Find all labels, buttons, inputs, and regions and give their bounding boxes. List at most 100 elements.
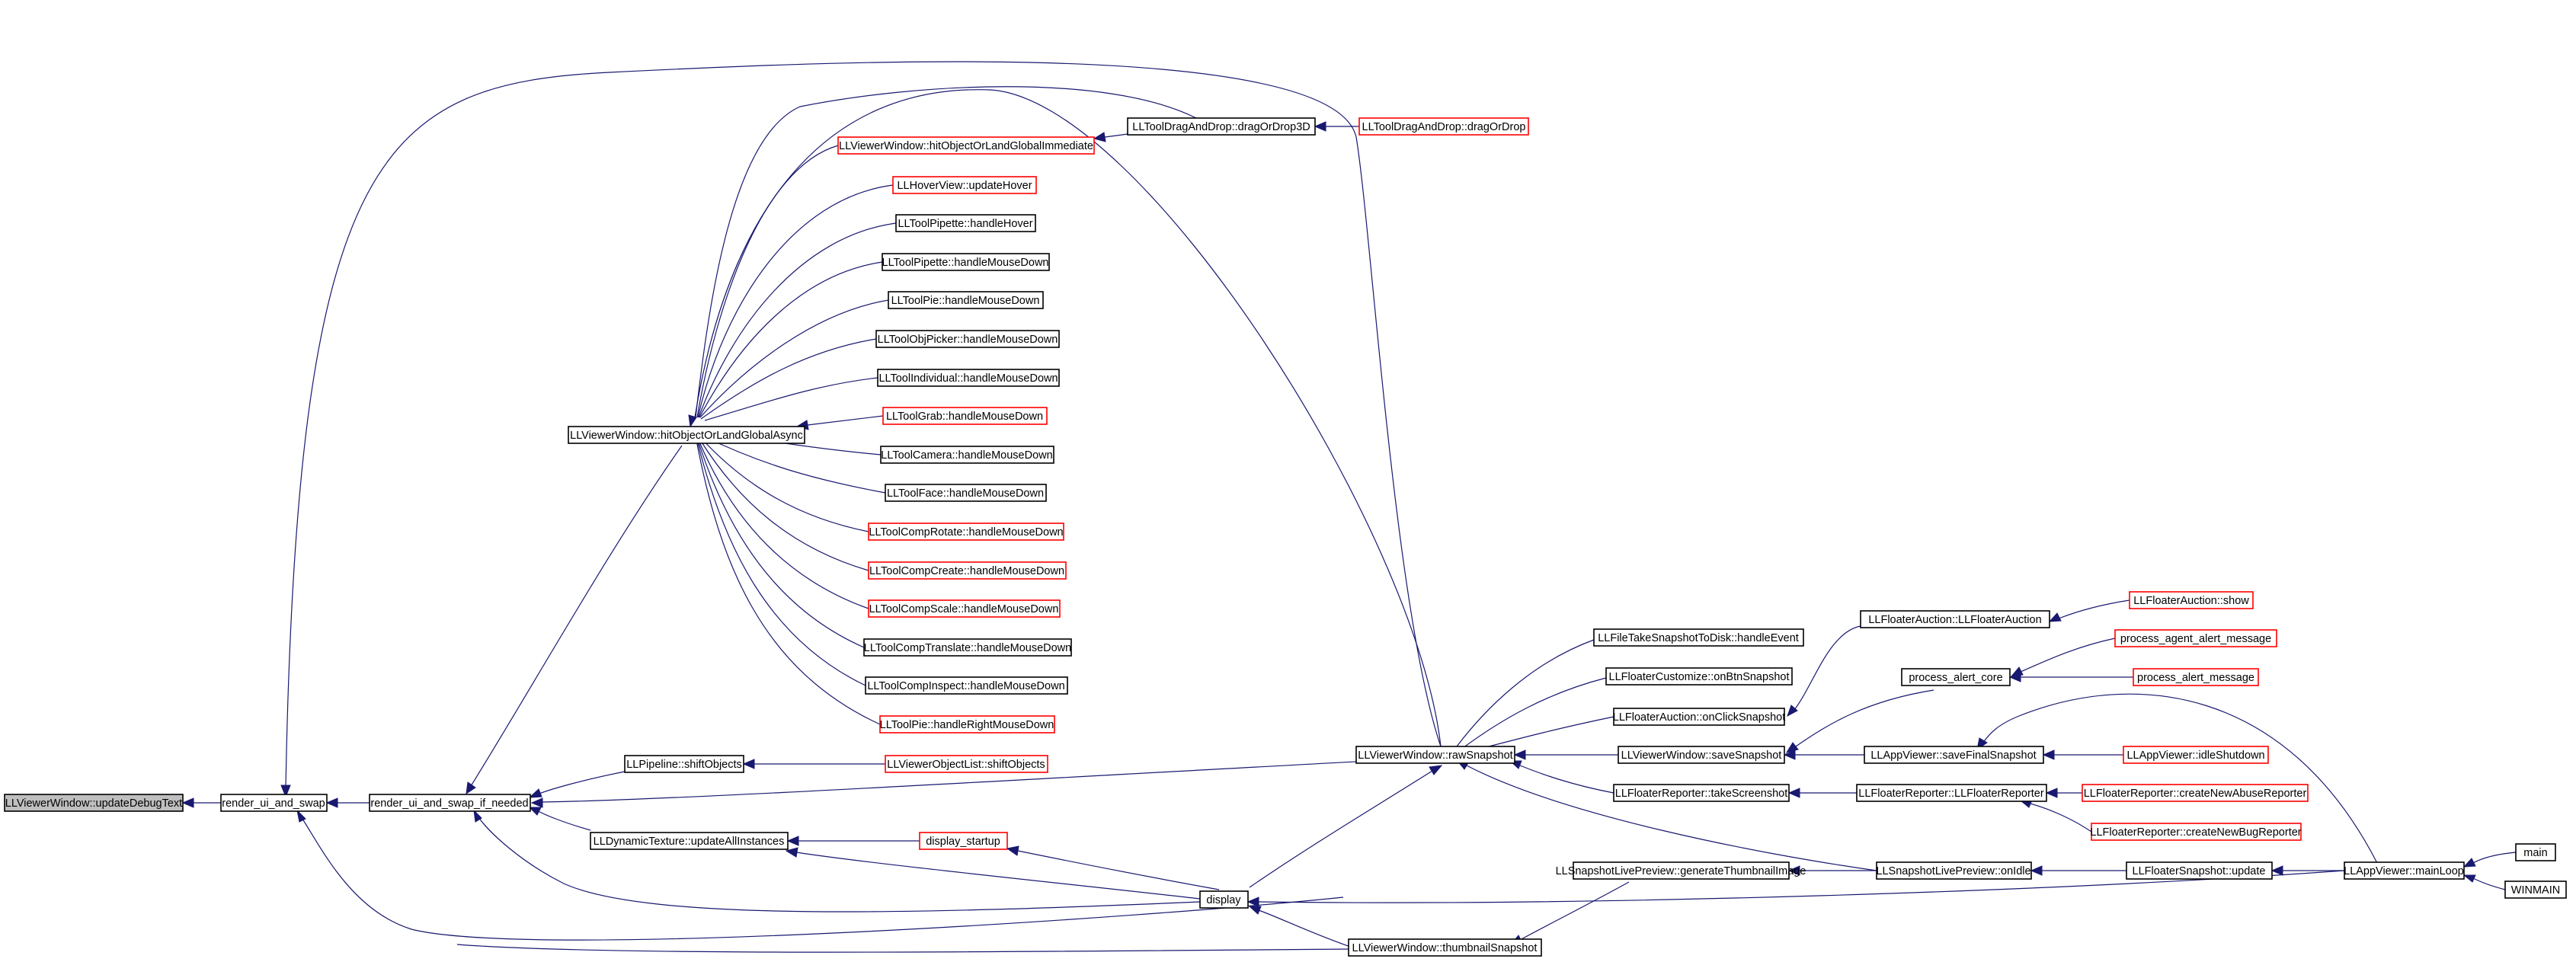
node-label: process_agent_alert_message [2120,633,2271,645]
node-process-agent-alert-message[interactable]: process_agent_alert_message [2114,629,2277,647]
node-generate-thumbnail-image[interactable]: LLSnapshotLivePreview::generateThumbnail… [1556,861,1806,880]
node-label: LLFloaterReporter::LLFloaterReporter [1858,788,2044,800]
node-obj-picker-handle-mouse-down[interactable]: LLToolObjPicker::handleMouseDown [875,330,1060,348]
edge-winmain-to-main-loop [2472,877,2506,890]
node-create-new-abuse-reporter[interactable]: LLFloaterReporter::createNewAbuseReporte… [2082,784,2309,802]
arrowhead [1246,896,1259,907]
arrowhead [296,809,306,823]
node-process-alert-message[interactable]: process_alert_message [2133,668,2259,686]
node-comp-translate-handle-mouse-down[interactable]: LLToolCompTranslate::handleMouseDown [863,638,1072,657]
node-label: LLFloaterAuction::onClickSnapshot [1613,711,1786,724]
node-render-ui-and-swap-if-needed[interactable]: render_ui_and_swap_if_needed [369,794,531,812]
node-pipette-handle-hover[interactable]: LLToolPipette::handleHover [895,214,1036,232]
node-auction-on-click-snapshot[interactable]: LLFloaterAuction::onClickSnapshot [1613,708,1786,726]
edge-file-take-to-raw [1456,639,1595,747]
arrowhead [181,797,194,808]
arrowhead [466,781,476,795]
node-label: LLViewerWindow::thumbnailSnapshot [1352,942,1538,954]
node-label: LLToolCompRotate::handleMouseDown [869,526,1063,539]
node-customize-on-btn-snapshot[interactable]: LLFloaterCustomize::onBtnSnapshot [1605,667,1793,686]
edge-thumbnail-to-display [1258,909,1353,948]
node-drag-or-drop-3d[interactable]: LLToolDragAndDrop::dragOrDrop3D [1127,117,1316,136]
edge-customize-to-raw [1462,677,1607,749]
edge-translate-down-to-hit-async [697,439,865,648]
node-label: LLViewerWindow::saveSnapshot [1621,749,1782,762]
edge-drag-drop-3d-to-hit-immediate [1104,133,1128,138]
arrowhead [280,785,291,798]
node-idle-shutdown[interactable]: LLAppViewer::idleShutdown [2123,746,2269,764]
node-label: LLViewerObjectList::shiftObjects [887,759,1045,771]
node-comp-inspect-handle-mouse-down[interactable]: LLToolCompInspect::handleMouseDown [865,676,1068,695]
node-pipeline-shift-objects[interactable]: LLPipeline::shiftObjects [624,755,744,773]
node-floater-auction-show[interactable]: LLFloaterAuction::show [2129,591,2254,609]
arrowhead [1785,742,1799,753]
arrowhead [1006,845,1019,856]
node-take-screenshot[interactable]: LLFloaterReporter::takeScreenshot [1613,784,1790,802]
node-label: LLFloaterSnapshot::update [2133,865,2266,877]
node-face-handle-mouse-down[interactable]: LLToolFace::handleMouseDown [885,484,1047,502]
node-hit-object-or-land-global-async[interactable]: LLViewerWindow::hitObjectOrLandGlobalAsy… [568,426,805,444]
node-pie-handle-mouse-down[interactable]: LLToolPie::handleMouseDown [888,291,1044,309]
node-label: LLAppViewer::saveFinalSnapshot [1870,749,2036,762]
node-dynamic-texture-update-all-instances[interactable]: LLDynamicTexture::updateAllInstances [590,832,789,850]
edge-raw-snapshot-to-render-ui-and-swap [285,61,1442,789]
node-viewer-object-list-shift-objects[interactable]: LLViewerObjectList::shiftObjects [885,755,1048,773]
node-display[interactable]: display [1199,890,1249,909]
node-grab-handle-mouse-down[interactable]: LLToolGrab::handleMouseDown [882,407,1048,425]
arrowhead [1787,705,1798,718]
node-file-take-snapshot-handle-event[interactable]: LLFileTakeSnapshotToDisk::handleEvent [1593,628,1804,647]
edge-generate-thumb-to-thumbnail [1519,881,1630,941]
node-label: LLToolIndividual::handleMouseDown [878,372,1058,385]
node-display-startup[interactable]: display_startup [919,832,1008,850]
node-floater-snapshot-update[interactable]: LLFloaterSnapshot::update [2126,861,2273,880]
arrowhead [1783,749,1796,760]
node-label: LLFloaterReporter::createNewAbuseReporte… [2084,788,2307,800]
node-label: LLFloaterReporter::createNewBugReporter [2090,826,2301,839]
node-hit-object-or-land-global-immediate[interactable]: LLViewerWindow::hitObjectOrLandGlobalImm… [837,136,1095,155]
arrowhead [2030,865,2043,876]
node-comp-rotate-handle-mouse-down[interactable]: LLToolCompRotate::handleMouseDown [868,523,1064,541]
node-save-final-snapshot[interactable]: LLAppViewer::saveFinalSnapshot [1864,746,2044,764]
arrowhead [688,414,697,428]
node-label: display [1206,894,1241,906]
node-update-debug-text[interactable]: LLViewerWindow::updateDebugText [4,794,184,812]
node-snapshot-live-preview-on-idle[interactable]: LLSnapshotLivePreview::onIdle [1876,861,2032,880]
node-save-snapshot[interactable]: LLViewerWindow::saveSnapshot [1618,746,1785,764]
node-process-alert-core[interactable]: process_alert_core [1901,668,2011,686]
node-label: render_ui_and_swap_if_needed [370,797,528,810]
node-update-hover[interactable]: LLHoverView::updateHover [892,176,1037,194]
node-individual-handle-mouse-down[interactable]: LLToolIndividual::handleMouseDown [877,369,1060,387]
node-label: LLToolFace::handleMouseDown [887,487,1044,500]
node-pie-handle-right-mouse-down[interactable]: LLToolPie::handleRightMouseDown [879,715,1055,733]
arrowhead [528,788,542,798]
node-raw-snapshot[interactable]: LLViewerWindow::rawSnapshot [1355,746,1515,764]
node-create-new-bug-reporter[interactable]: LLFloaterReporter::createNewBugReporter [2090,823,2302,841]
node-comp-scale-handle-mouse-down[interactable]: LLToolCompScale::handleMouseDown [868,599,1061,618]
node-app-viewer-main-loop[interactable]: LLAppViewer::mainLoop [2344,861,2465,880]
arrowhead [2048,612,2062,622]
arrowhead [742,759,755,769]
node-thumbnail-snapshot[interactable]: LLViewerWindow::thumbnailSnapshot [1348,938,1542,957]
node-comp-create-handle-mouse-down[interactable]: LLToolCompCreate::handleMouseDown [868,561,1067,580]
node-pipette-handle-mouse-down[interactable]: LLToolPipette::handleMouseDown [882,253,1050,271]
node-main[interactable]: main [2515,843,2556,861]
node-label: LLToolDragAndDrop::dragOrDrop [1362,121,1526,133]
edge-raw-snapshot-to-if-needed [542,761,1357,803]
node-drag-or-drop[interactable]: LLToolDragAndDrop::dragOrDrop [1358,117,1529,136]
node-render-ui-and-swap[interactable]: render_ui_and_swap [220,794,328,812]
node-label: process_alert_core [1909,672,2002,684]
node-winmain[interactable]: WINMAIN [2504,881,2567,899]
edge-main-to-main-loop [2472,852,2517,864]
edge-auction-ctor-to-auction-click [1794,625,1861,711]
node-floater-reporter-ctor[interactable]: LLFloaterReporter::LLFloaterReporter [1856,784,2047,802]
edge-alert-core-to-save-snapshot [1795,689,1934,747]
arrowhead [786,836,799,846]
arrowhead [1314,121,1326,132]
edge-auction-click-to-raw [1474,716,1614,751]
node-label: LLToolPie::handleRightMouseDown [880,719,1054,731]
node-camera-handle-mouse-down[interactable]: LLToolCamera::handleMouseDown [880,446,1054,464]
edge-pipette-hover-to-hit-async [698,222,897,418]
node-label: LLPipeline::shiftObjects [626,759,742,771]
node-floater-auction-ctor[interactable]: LLFloaterAuction::LLFloaterAuction [1860,610,2050,628]
